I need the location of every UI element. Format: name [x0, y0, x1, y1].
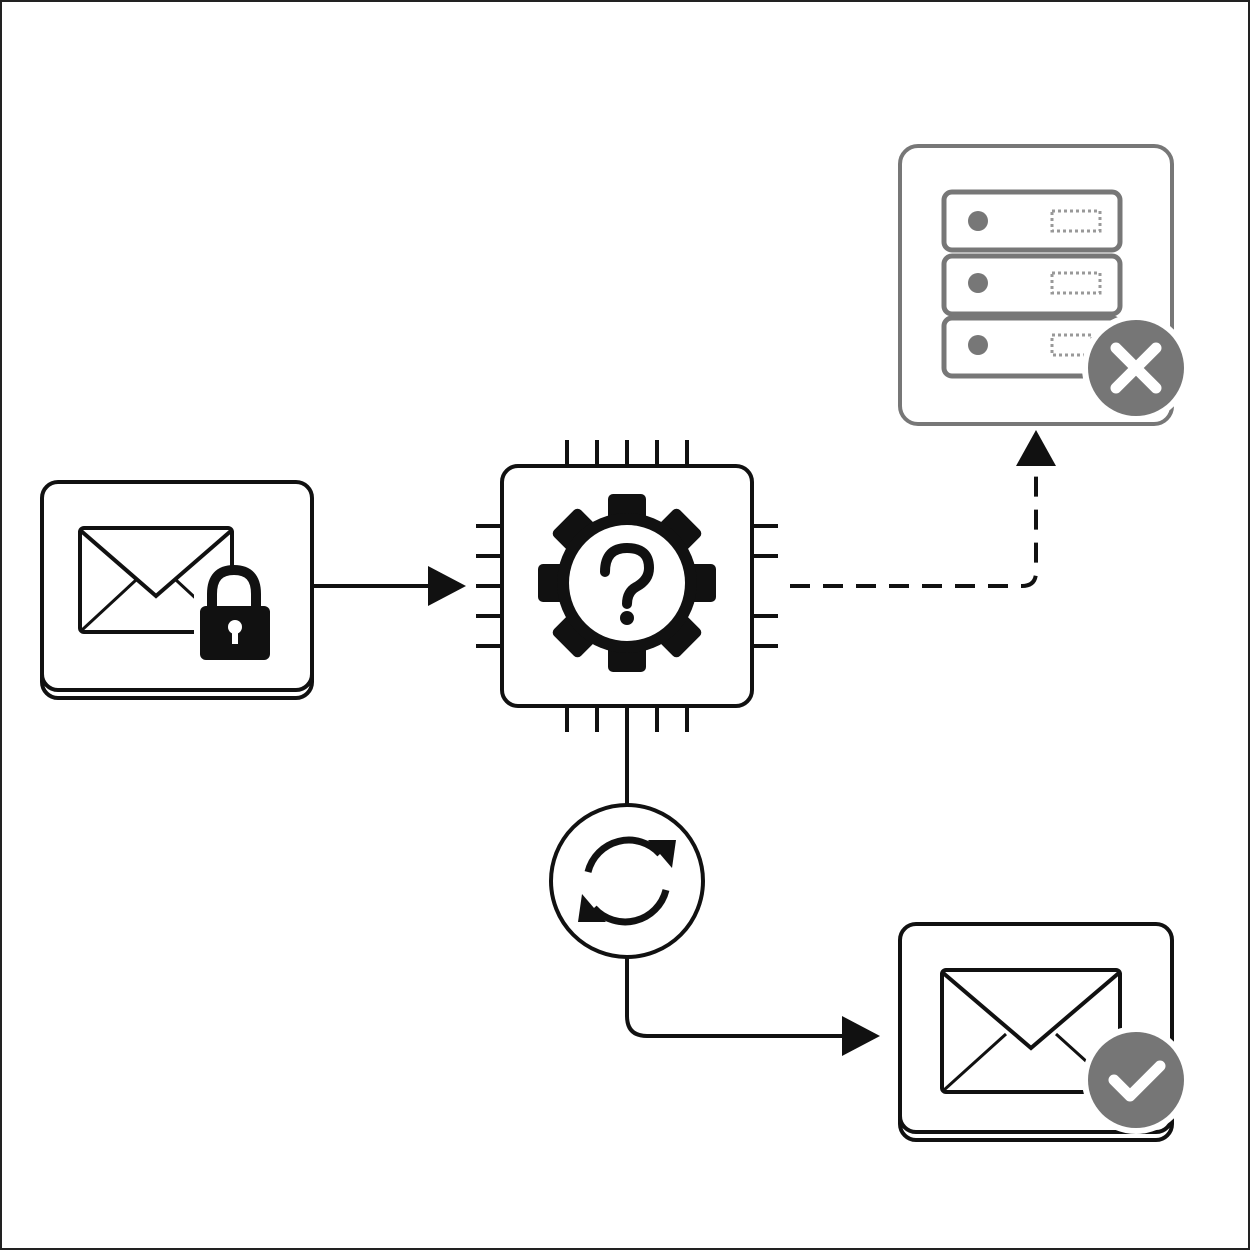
server-unit-1	[941, 189, 1123, 253]
encrypted-email-node	[40, 480, 314, 700]
delivered-email-node	[898, 922, 1190, 1142]
refresh-icon	[578, 836, 676, 926]
gear-icon	[538, 494, 716, 672]
chip-pins	[476, 440, 778, 732]
sync-node	[549, 803, 705, 959]
server-unit-2	[941, 253, 1123, 317]
edge-processor-to-server	[790, 430, 1056, 588]
check-icon	[1082, 1026, 1190, 1134]
server-node	[898, 144, 1190, 426]
edge-email-to-processor	[312, 566, 466, 606]
question-mark-icon	[600, 542, 655, 625]
x-icon	[1082, 314, 1190, 422]
lock-icon	[194, 564, 284, 666]
edge-sync-to-delivered	[625, 958, 880, 1056]
server-icon	[941, 189, 1123, 379]
processor-node	[476, 440, 778, 732]
